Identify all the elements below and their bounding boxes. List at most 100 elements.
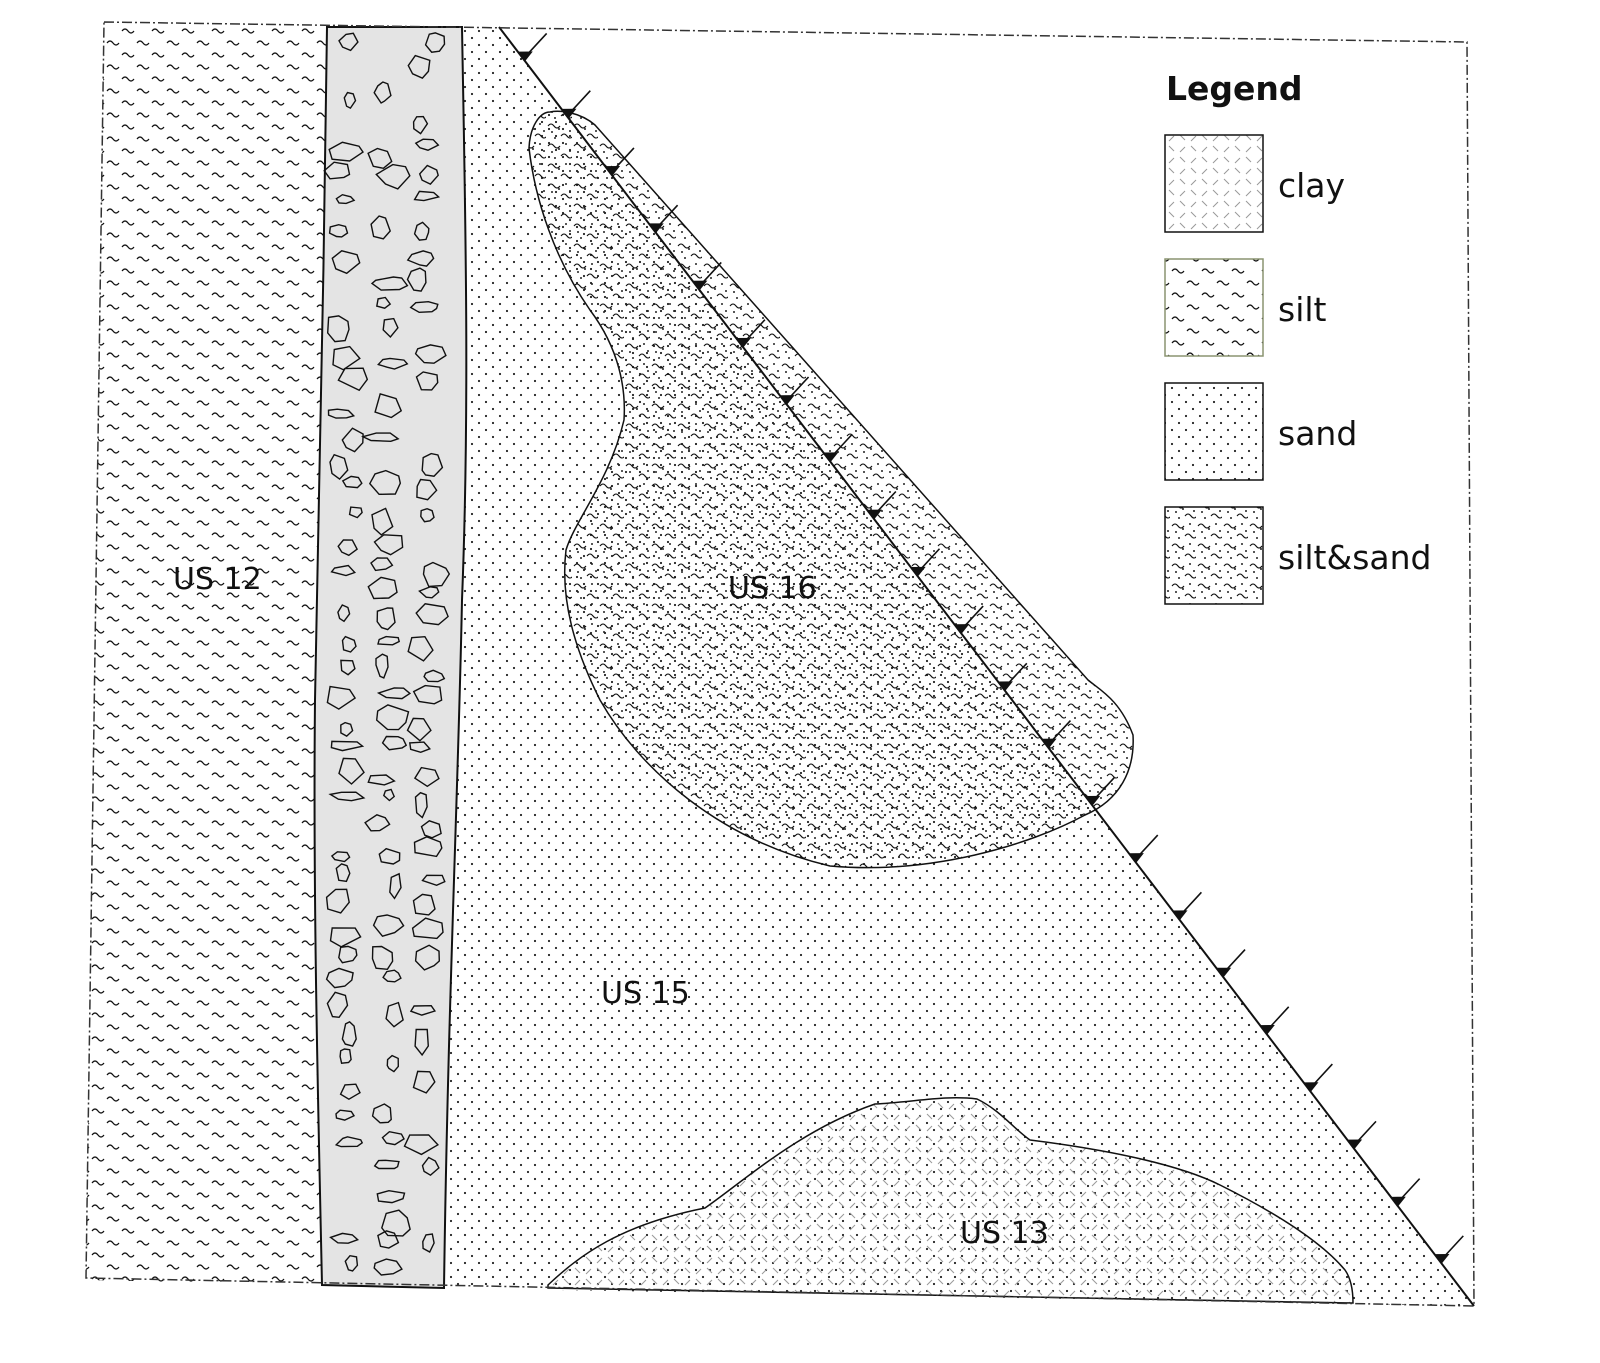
hachure-triangle — [1172, 910, 1188, 921]
wall-stone — [374, 393, 403, 419]
wall-stone — [412, 1070, 436, 1094]
wall-stone — [371, 945, 394, 971]
wall-stone — [418, 586, 440, 599]
wall-stone — [368, 469, 402, 496]
wall-stone — [328, 141, 364, 162]
wall-stone — [413, 221, 430, 241]
cut-hachures — [517, 32, 1464, 1264]
wall-stone — [376, 1189, 406, 1204]
wall-stone — [373, 1258, 403, 1276]
hachure-triangle — [997, 681, 1013, 692]
wall-stone — [423, 669, 446, 683]
wall-stone — [367, 147, 393, 170]
wall-stone — [337, 367, 369, 392]
hachure-triangle — [1434, 1253, 1450, 1264]
wall-stone — [330, 851, 351, 863]
wall-stone — [406, 267, 427, 292]
wall-stone — [421, 874, 446, 887]
wall-stone — [418, 164, 439, 185]
label-us16: US 16 — [728, 571, 817, 606]
hachure-triangle — [866, 509, 882, 520]
legend-label-silt-sand: silt&sand — [1278, 538, 1431, 577]
us13-clay-area — [547, 1097, 1354, 1304]
hachure-triangle — [692, 280, 708, 291]
wall-stone — [364, 814, 391, 832]
legend-label-silt: silt — [1278, 290, 1327, 329]
wall-stone — [341, 635, 357, 653]
hachure-triangle — [823, 452, 839, 463]
wall-stone — [371, 1103, 392, 1124]
wall-stone — [329, 927, 362, 948]
wall-stone — [375, 704, 410, 731]
wall-stone — [335, 1109, 356, 1121]
wall-stone — [416, 478, 438, 501]
plan-frame — [85, 21, 1475, 1307]
label-us13: US 13 — [960, 1216, 1049, 1251]
wall-stone — [415, 371, 439, 391]
label-us15: US 15 — [601, 976, 690, 1011]
us12-silt-area — [86, 24, 330, 1285]
wall-stone — [341, 475, 363, 489]
wall-stone — [420, 507, 435, 523]
wall-stone — [373, 81, 392, 104]
stone-wall — [313, 26, 468, 1290]
hachure-triangle — [1041, 738, 1057, 749]
wall-stone — [327, 408, 356, 419]
wall-stone — [367, 576, 398, 600]
wall-stone — [411, 917, 444, 940]
legend-title: Legend — [1166, 69, 1303, 108]
wall-stone — [406, 717, 432, 742]
hachure-triangle — [1085, 795, 1101, 806]
wall-stone — [381, 1130, 405, 1146]
wall-stone — [372, 914, 405, 938]
wall-stone — [348, 506, 363, 519]
wall-stone — [386, 1054, 400, 1073]
wall-stone — [382, 317, 399, 339]
wall-stone — [330, 564, 357, 577]
wall-stone — [338, 32, 359, 52]
wall-stone — [421, 452, 444, 477]
wall-stone — [326, 315, 350, 343]
wall-stone — [381, 1209, 411, 1237]
hachure-triangle — [1259, 1024, 1275, 1035]
legend-swatch-silt — [1164, 258, 1264, 357]
wall-stone — [338, 757, 365, 785]
wall-stone — [326, 991, 349, 1019]
label-us12: US 12 — [173, 562, 262, 597]
wall-stone — [377, 357, 409, 370]
wall-stone — [341, 427, 364, 453]
wall-stone — [370, 276, 409, 291]
wall-stone — [370, 215, 392, 240]
wall-stone — [376, 607, 396, 631]
wall-stone — [414, 1028, 430, 1057]
legend-swatch-sand — [1164, 382, 1264, 481]
legend: Legend clay silt sand silt&sand — [1164, 69, 1431, 605]
hachure-triangle — [1128, 853, 1144, 863]
wall-stone — [385, 1001, 404, 1028]
wall-stone — [414, 791, 428, 819]
wall-stone — [339, 1048, 352, 1064]
wall-stone — [381, 735, 408, 751]
hachure-triangle — [648, 223, 664, 233]
hachure-triangle — [605, 166, 621, 176]
legend-swatch-silt-sand — [1164, 506, 1264, 605]
wall-stone — [325, 967, 354, 989]
wall-stone — [371, 507, 394, 536]
wall-stone — [335, 193, 356, 205]
wall-stone — [331, 250, 361, 275]
wall-stone — [407, 635, 434, 662]
wall-stone — [407, 54, 431, 79]
hachure-triangle — [561, 108, 577, 119]
wall-stone — [413, 836, 443, 858]
wall-stone — [413, 190, 441, 202]
wall-stone — [389, 872, 402, 900]
cut-line — [498, 26, 1475, 1307]
legend-swatch-clay — [1164, 134, 1264, 233]
hachure-triangle — [910, 566, 926, 577]
wall-stone — [330, 740, 365, 752]
wall-stone — [340, 721, 354, 737]
hachure-triangle — [1347, 1139, 1363, 1150]
hachure-triangle — [1216, 967, 1232, 978]
wall-stone — [343, 91, 357, 109]
